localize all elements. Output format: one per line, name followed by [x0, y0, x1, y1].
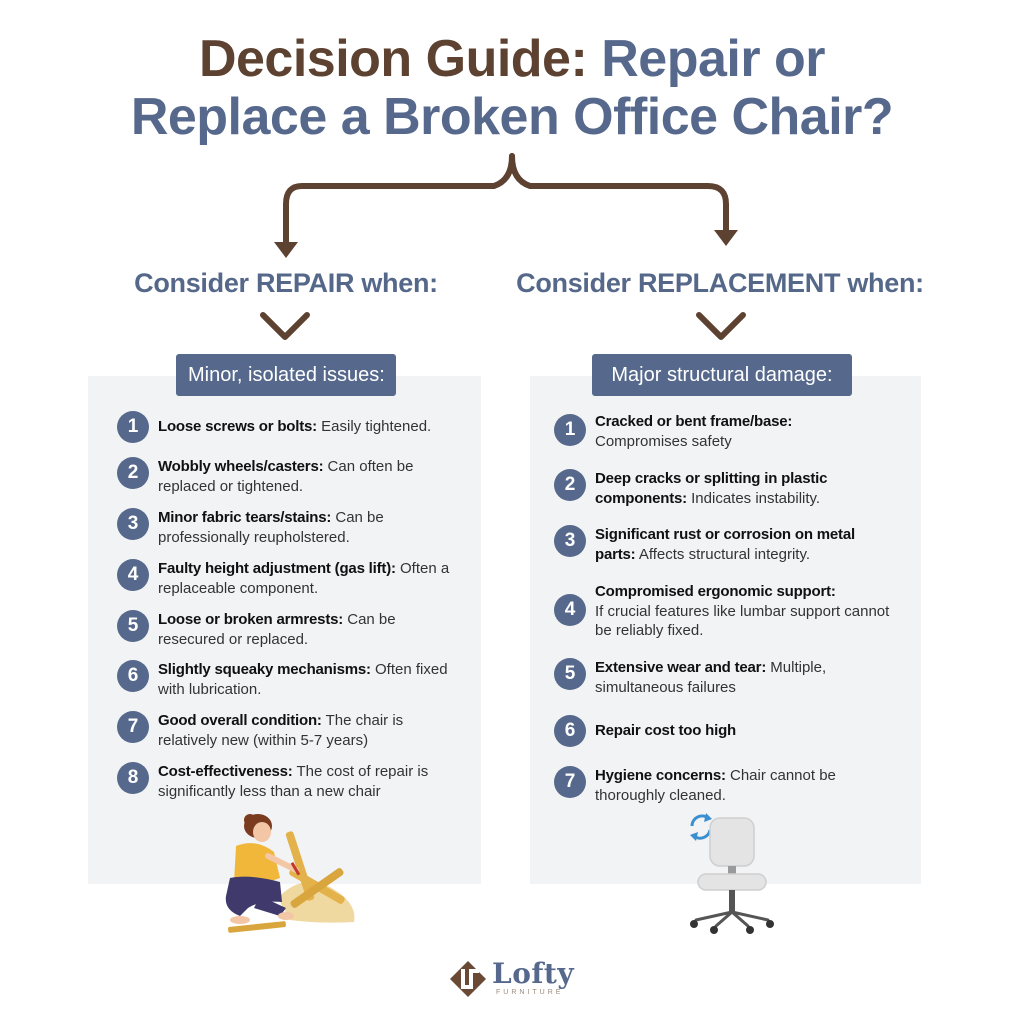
page-title: Decision Guide: Repair or Replace a Brok… — [0, 30, 1024, 146]
item-desc: Often fixed with lubrication. — [158, 661, 448, 698]
item-title: Loose screws or bolts: — [158, 418, 317, 435]
number-badge: 3 — [117, 508, 149, 540]
item-desc: If crucial features like lumbar support … — [595, 602, 890, 640]
repair-tag: Minor, isolated issues: — [176, 354, 396, 396]
number-badge: 1 — [554, 414, 586, 446]
replacement-tag: Major structural damage: — [592, 354, 852, 396]
number-badge: 4 — [117, 559, 149, 591]
repair-heading: Consider REPAIR when: — [134, 268, 438, 298]
item-title: Faulty height adjustment (gas lift): — [158, 560, 396, 577]
office-chair-icon — [690, 813, 774, 934]
title-part-1: Decision Guide: — [198, 30, 588, 88]
item-title: Deep cracks or splitting in plastic comp… — [595, 470, 828, 507]
item-title: Loose or broken armrests: — [158, 611, 344, 628]
number-badge: 2 — [117, 457, 149, 489]
lofty-logo-icon — [450, 961, 486, 997]
number-badge: 7 — [554, 766, 586, 798]
item-desc: Easily tightened. — [316, 418, 432, 435]
number-badge: 3 — [554, 525, 586, 557]
replacement-panel — [530, 376, 921, 884]
item-desc: The chair is relatively new (within 5-7 … — [158, 712, 404, 749]
title-line-2: Replace a Broken Office Chair? — [130, 88, 894, 146]
item-desc: Affects structural integrity. — [635, 545, 810, 563]
item-title: Cracked or bent frame/base: — [595, 413, 793, 430]
number-badge: 5 — [554, 658, 586, 690]
item-desc: Indicates instability. — [686, 489, 821, 507]
chevron-down-icon — [260, 312, 310, 340]
number-badge: 8 — [117, 762, 149, 794]
number-badge: 6 — [554, 715, 586, 747]
item-desc: Can be resecured or replaced. — [158, 611, 396, 648]
item-title: Cost-effectiveness: — [158, 763, 293, 780]
item-title: Wobbly wheels/casters: — [158, 458, 324, 475]
person-repairing-chair-icon — [225, 814, 355, 933]
number-badge: 2 — [554, 469, 586, 501]
item-desc: Compromises safety — [595, 432, 732, 450]
item-title: Repair cost too high — [595, 722, 737, 739]
title-part-2: Repair or — [601, 30, 826, 88]
item-title: Minor fabric tears/stains: — [158, 509, 332, 526]
item-desc: Often a replaceable component. — [158, 560, 450, 597]
item-desc: The cost of repair is significantly less… — [158, 763, 429, 800]
item-desc: Can be professionally reupholstered. — [158, 509, 384, 546]
brand-logo: Lofty FURNITURE — [448, 955, 588, 1005]
item-desc: Can often be replaced or tightened. — [158, 458, 414, 495]
number-badge: 6 — [117, 660, 149, 692]
item-title: Slightly squeaky mechanisms: — [158, 661, 371, 678]
item-title: Significant rust or corrosion on metal p… — [595, 526, 855, 563]
number-badge: 7 — [117, 711, 149, 743]
replacement-heading: Consider REPLACEMENT when: — [516, 268, 924, 298]
item-title: Good overall condition: — [158, 712, 322, 729]
number-badge: 5 — [117, 610, 149, 642]
repair-panel — [88, 376, 481, 884]
item-desc: Chair cannot be thoroughly cleaned. — [595, 767, 836, 804]
chevron-down-icon — [696, 312, 746, 340]
branch-arrow-icon — [274, 153, 738, 258]
number-badge: 4 — [554, 594, 586, 626]
item-desc: Multiple, simultaneous failures — [595, 659, 827, 696]
item-title: Hygiene concerns: — [595, 767, 726, 784]
logo-subtitle: FURNITURE — [496, 989, 564, 996]
item-title: Compromised ergonomic support: — [595, 583, 836, 600]
number-badge: 1 — [117, 411, 149, 443]
item-title: Extensive wear and tear: — [595, 659, 767, 676]
logo-name: Lofty — [492, 957, 575, 990]
